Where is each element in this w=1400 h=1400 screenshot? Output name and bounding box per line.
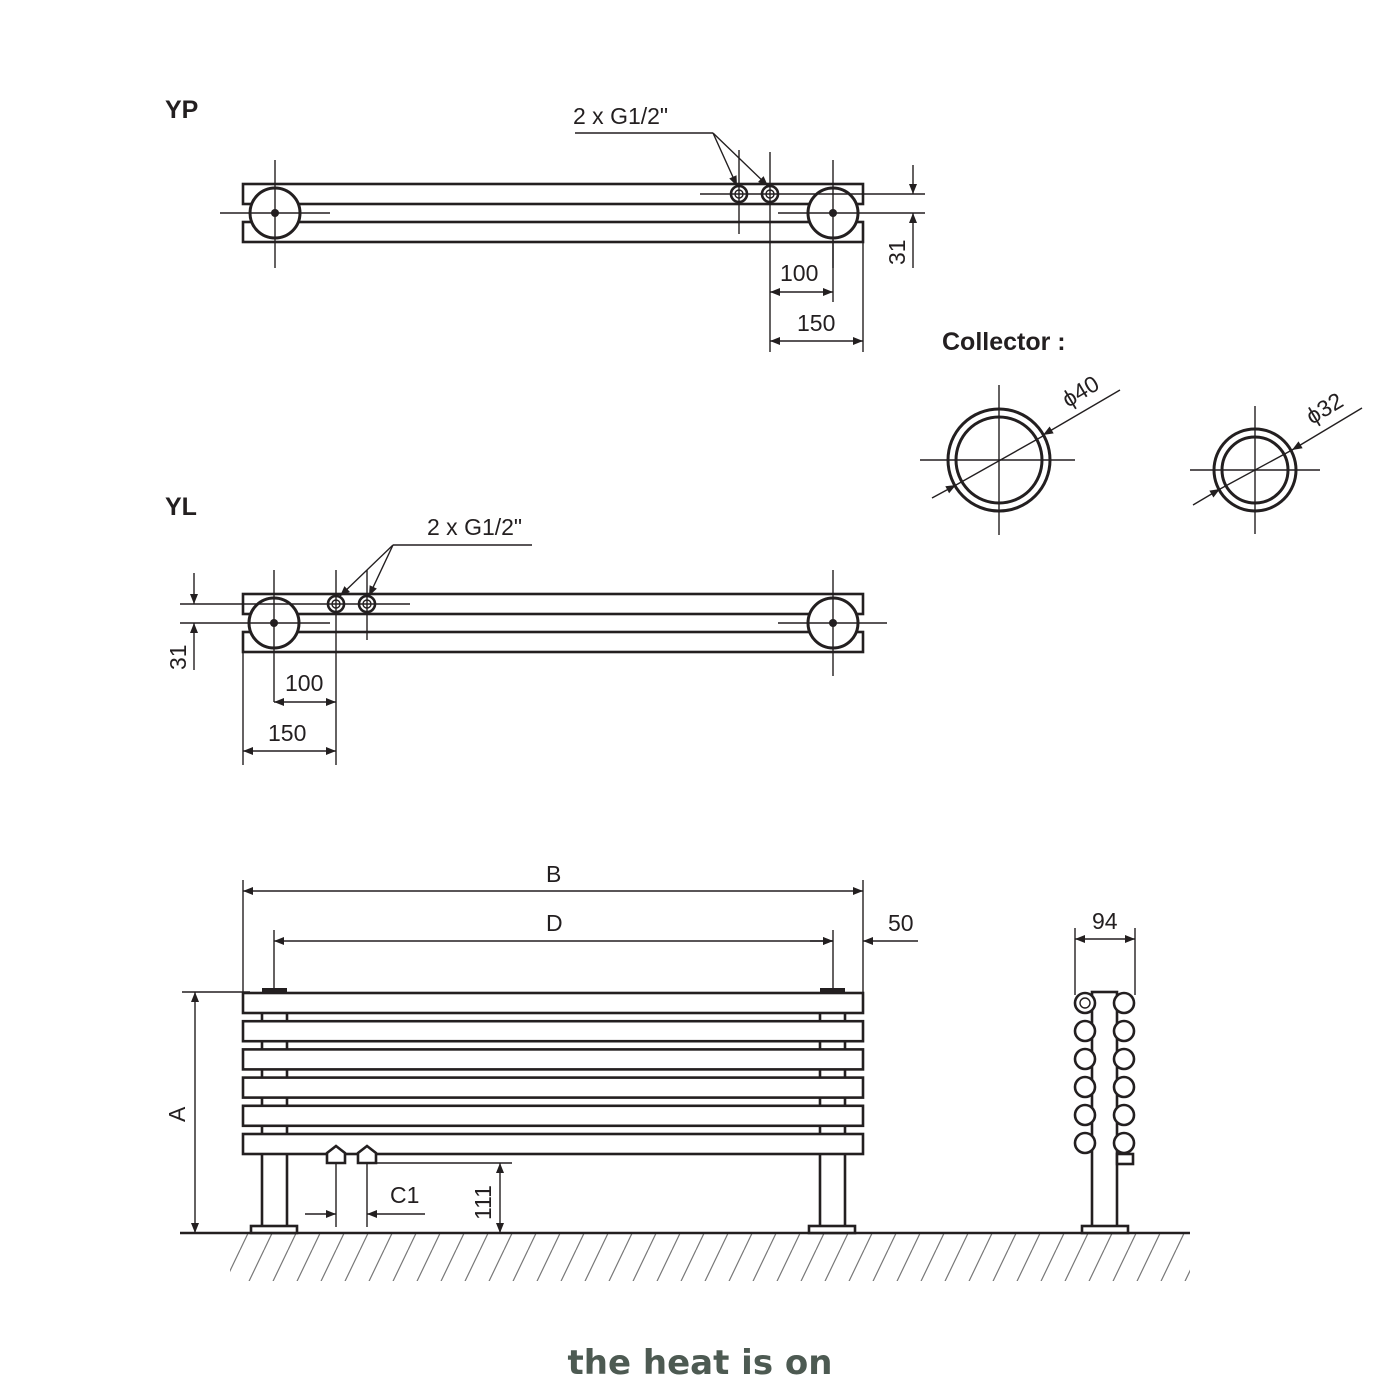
front-dim-center-distance: D: [546, 910, 563, 936]
side-tube: [1112, 1075, 1136, 1099]
front-dim-offset: 50: [888, 910, 914, 936]
side-tube: [1073, 1103, 1097, 1127]
side-dim-depth: 94: [1092, 908, 1118, 934]
yp-dim-inner: 100: [780, 260, 818, 286]
foot-right: [807, 1224, 857, 1235]
front-dim-height: A: [164, 1106, 190, 1122]
yp-dim-height: 31: [884, 239, 910, 265]
side-tube: [1073, 991, 1097, 1015]
side-tubes: [1073, 991, 1136, 1155]
yp-connection-note: 2 x G1/2": [573, 103, 668, 129]
side-plug: [1115, 1152, 1135, 1166]
yp-bar-lower: [241, 220, 865, 244]
yl-connection-note: 2 x G1/2": [427, 514, 522, 540]
front-bar: [241, 1132, 865, 1156]
side-tube: [1112, 1131, 1136, 1155]
ground-hatch: [230, 1233, 1190, 1281]
yl-view: YL 2 x G1/2" 100 150 31: [165, 493, 887, 765]
front-bar: [241, 1048, 865, 1071]
collector-label: Collector :: [942, 328, 1066, 356]
collector-small-diameter: ϕ32: [1301, 387, 1347, 429]
side-tube: [1073, 1131, 1097, 1155]
front-bar: [241, 1076, 865, 1099]
front-bar: [241, 991, 865, 1015]
brand-logo: the heat is on: [568, 1343, 833, 1383]
side-tube: [1073, 1047, 1097, 1071]
valve-left: [325, 1144, 347, 1165]
front-dim-overall-width: B: [546, 861, 561, 887]
leg-left: [260, 1150, 289, 1232]
yp-dim-outer: 150: [797, 310, 835, 336]
leg-right: [818, 1150, 847, 1232]
side-view: 94: [1073, 908, 1136, 1235]
side-connection: [1079, 997, 1091, 1009]
side-tube: [1112, 1047, 1136, 1071]
yl-dim-inner: 100: [285, 670, 323, 696]
side-tube: [1112, 1019, 1136, 1043]
yp-label: YP: [165, 96, 198, 124]
side-tube: [1073, 1075, 1097, 1099]
yl-dim-height: 31: [165, 644, 191, 670]
brand-logo-text: the heat is on: [568, 1343, 833, 1383]
yl-bar-lower: [241, 630, 865, 654]
front-bar: [241, 1104, 865, 1128]
yl-label: YL: [165, 493, 197, 521]
front-view: C1 111 A B D 50: [164, 861, 1190, 1281]
front-bars: [241, 991, 865, 1156]
side-foot: [1080, 1224, 1130, 1235]
front-dim-floor-clearance: 111: [470, 1185, 496, 1220]
side-tube: [1112, 1103, 1136, 1127]
yl-dim-outer: 150: [268, 720, 306, 746]
collector-large-diameter: ϕ40: [1057, 370, 1103, 412]
front-dim-connection-spacing: C1: [390, 1182, 419, 1208]
yp-view: YP 2 x G1/2" 100 150: [165, 96, 925, 352]
foot-left: [249, 1224, 299, 1235]
front-bar: [241, 1019, 865, 1043]
collector-view: Collector : ϕ40 ϕ32: [920, 328, 1363, 535]
side-tube: [1073, 1019, 1097, 1043]
side-tube: [1112, 991, 1136, 1015]
